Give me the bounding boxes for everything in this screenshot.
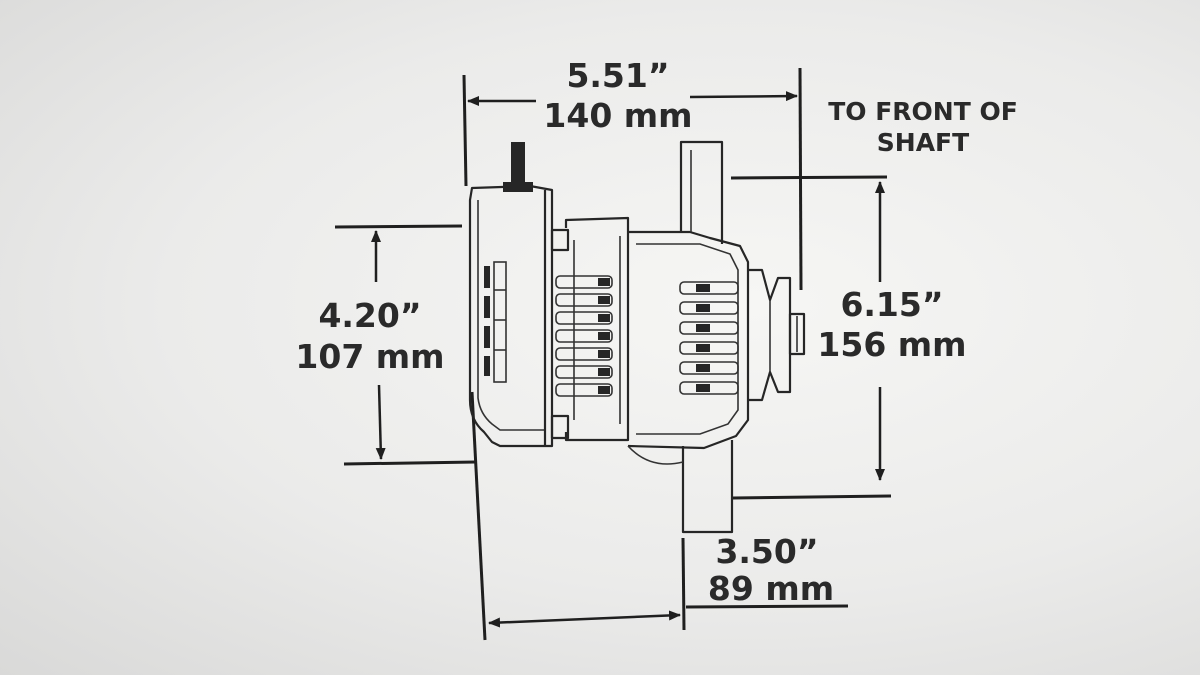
mount-height-imperial: 4.20” bbox=[318, 296, 421, 335]
overall-length-dimension: 5.51” 140 mm TO FRONT OF SHAFT bbox=[462, 56, 1018, 291]
terminal-nut bbox=[503, 182, 533, 192]
stator-windings-right bbox=[679, 281, 739, 395]
rear-housing bbox=[468, 184, 554, 448]
overall-height-imperial: 6.15” bbox=[840, 285, 943, 324]
stator-body bbox=[564, 216, 630, 442]
length-arrow-right bbox=[689, 91, 798, 102]
mount-height-metric: 107 mm bbox=[295, 337, 444, 376]
mount-extension-bottom bbox=[343, 460, 477, 466]
mount-extension-top bbox=[334, 224, 463, 229]
overall-height-metric: 156 mm bbox=[817, 325, 966, 364]
mount-offset-metric: 89 mm bbox=[708, 569, 834, 608]
top-mounting-ear bbox=[679, 140, 724, 244]
shaft-nut bbox=[788, 312, 806, 356]
offset-extension-left bbox=[470, 391, 487, 641]
offset-arrow bbox=[488, 610, 681, 628]
terminal-stud bbox=[511, 142, 525, 186]
pulley bbox=[748, 268, 792, 402]
length-note-line1: TO FRONT OF bbox=[828, 97, 1018, 126]
mount-arrow-down bbox=[375, 384, 386, 460]
alternator-drawing bbox=[468, 140, 806, 534]
rear-bolt-bottom bbox=[550, 414, 570, 440]
overall-length-imperial: 5.51” bbox=[566, 56, 669, 95]
mount-offset-imperial: 3.50” bbox=[715, 532, 818, 571]
overall-length-metric: 140 mm bbox=[543, 96, 692, 135]
offset-label-underline bbox=[685, 604, 849, 609]
extension-line-left bbox=[462, 74, 468, 187]
front-housing-inner bbox=[636, 243, 739, 435]
height-extension-top bbox=[730, 175, 888, 180]
mount-height-dimension: 4.20” 107 mm bbox=[295, 224, 477, 466]
height-extension-bottom bbox=[732, 494, 892, 500]
bottom-ear-web bbox=[627, 445, 684, 465]
rear-housing-inner bbox=[477, 196, 546, 431]
mount-offset-dimension: 3.50” 89 mm bbox=[470, 391, 849, 641]
offset-extension-right bbox=[681, 537, 686, 631]
overall-height-dimension: 6.15” 156 mm bbox=[730, 175, 967, 500]
bottom-mounting-ear bbox=[681, 440, 734, 534]
front-housing bbox=[627, 230, 750, 450]
stator-windings-left bbox=[555, 275, 613, 397]
length-note-line2: SHAFT bbox=[877, 128, 969, 157]
rear-bolt-top bbox=[550, 228, 570, 252]
rear-vent-slots bbox=[484, 261, 507, 383]
